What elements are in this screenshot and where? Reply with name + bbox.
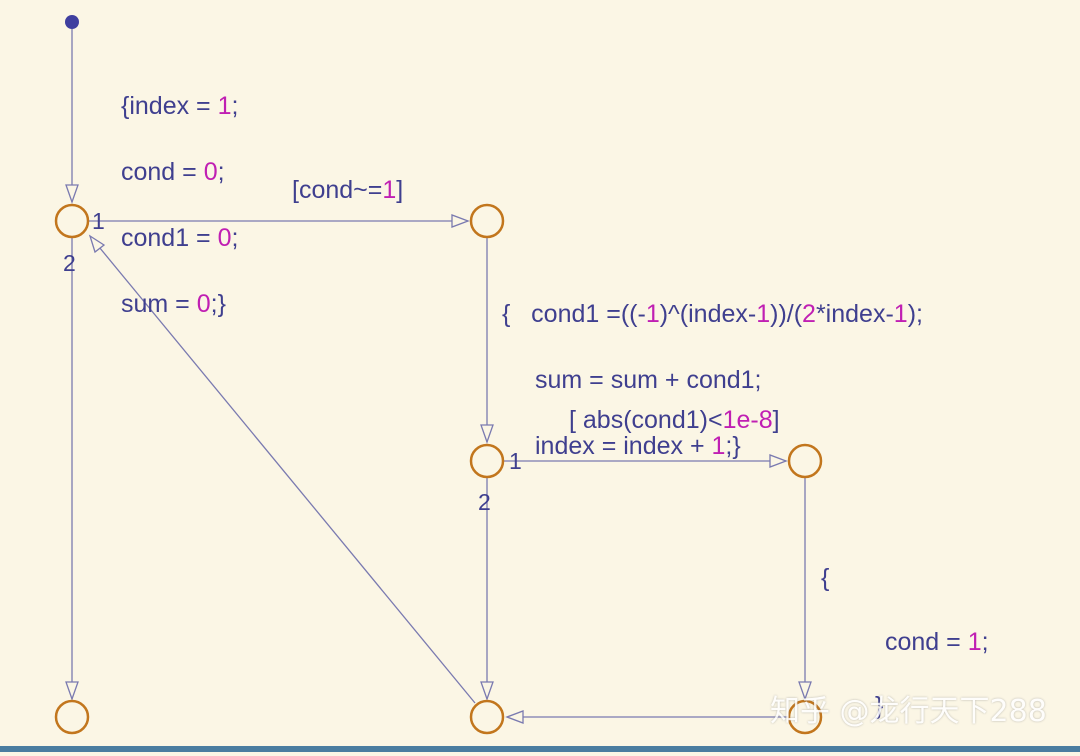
default-transition-dot[interactable] (65, 15, 79, 29)
order-label-j1-second: 2 (63, 250, 76, 276)
arrowhead (798, 681, 812, 701)
init-line-cond: cond = 0; (121, 158, 225, 186)
junction-1[interactable] (54, 203, 90, 239)
loop-line-index: index = index + 1;} (535, 432, 741, 460)
watermark: 知乎 @龙行天下288 (770, 694, 1047, 729)
arrowhead (505, 710, 524, 724)
loop-line-sum: sum = sum + cond1; (535, 366, 762, 394)
bottom-border (0, 746, 1080, 752)
set-line-cond: cond = 1; (885, 628, 989, 656)
arrowhead (65, 681, 79, 701)
order-label-j1-first: 1 (92, 208, 105, 234)
junction-4[interactable] (787, 443, 823, 479)
set-cond-action-label[interactable]: { cond = 1; } (821, 529, 989, 756)
junction-3[interactable] (469, 443, 505, 479)
arrowhead (65, 184, 79, 204)
guard-cond-label[interactable]: [cond~=1] (292, 176, 404, 204)
arrowhead (451, 214, 470, 228)
init-action-label[interactable]: {index = 1; cond = 0; cond1 = 0; sum = 0… (121, 57, 238, 354)
loop-line-cond1: { cond1 =((-1)^(index-1))/(2*index-1); (502, 300, 923, 328)
set-close-brace: } (875, 692, 884, 720)
arrowhead (769, 454, 788, 468)
junction-5[interactable] (469, 699, 505, 735)
loop-action-label[interactable]: { cond1 =((-1)^(index-1))/(2*index-1); s… (502, 265, 923, 496)
init-line-sum: sum = 0;} (121, 290, 226, 318)
order-label-j3-second: 2 (478, 489, 491, 515)
init-line-cond1: cond1 = 0; (121, 224, 239, 252)
arrowhead (88, 234, 106, 254)
junction-6[interactable] (787, 699, 823, 735)
arrowhead (480, 424, 494, 444)
guard-abs-label[interactable]: [ abs(cond1)<1e-8] (569, 406, 780, 434)
junction-2[interactable] (469, 203, 505, 239)
junction-end[interactable] (54, 699, 90, 735)
transition-j5-to-j1[interactable] (89, 235, 476, 704)
arrowhead (480, 681, 494, 701)
order-label-j3-first: 1 (509, 448, 522, 474)
init-line-index: {index = 1; (121, 92, 239, 120)
set-open-brace: { (821, 564, 830, 592)
